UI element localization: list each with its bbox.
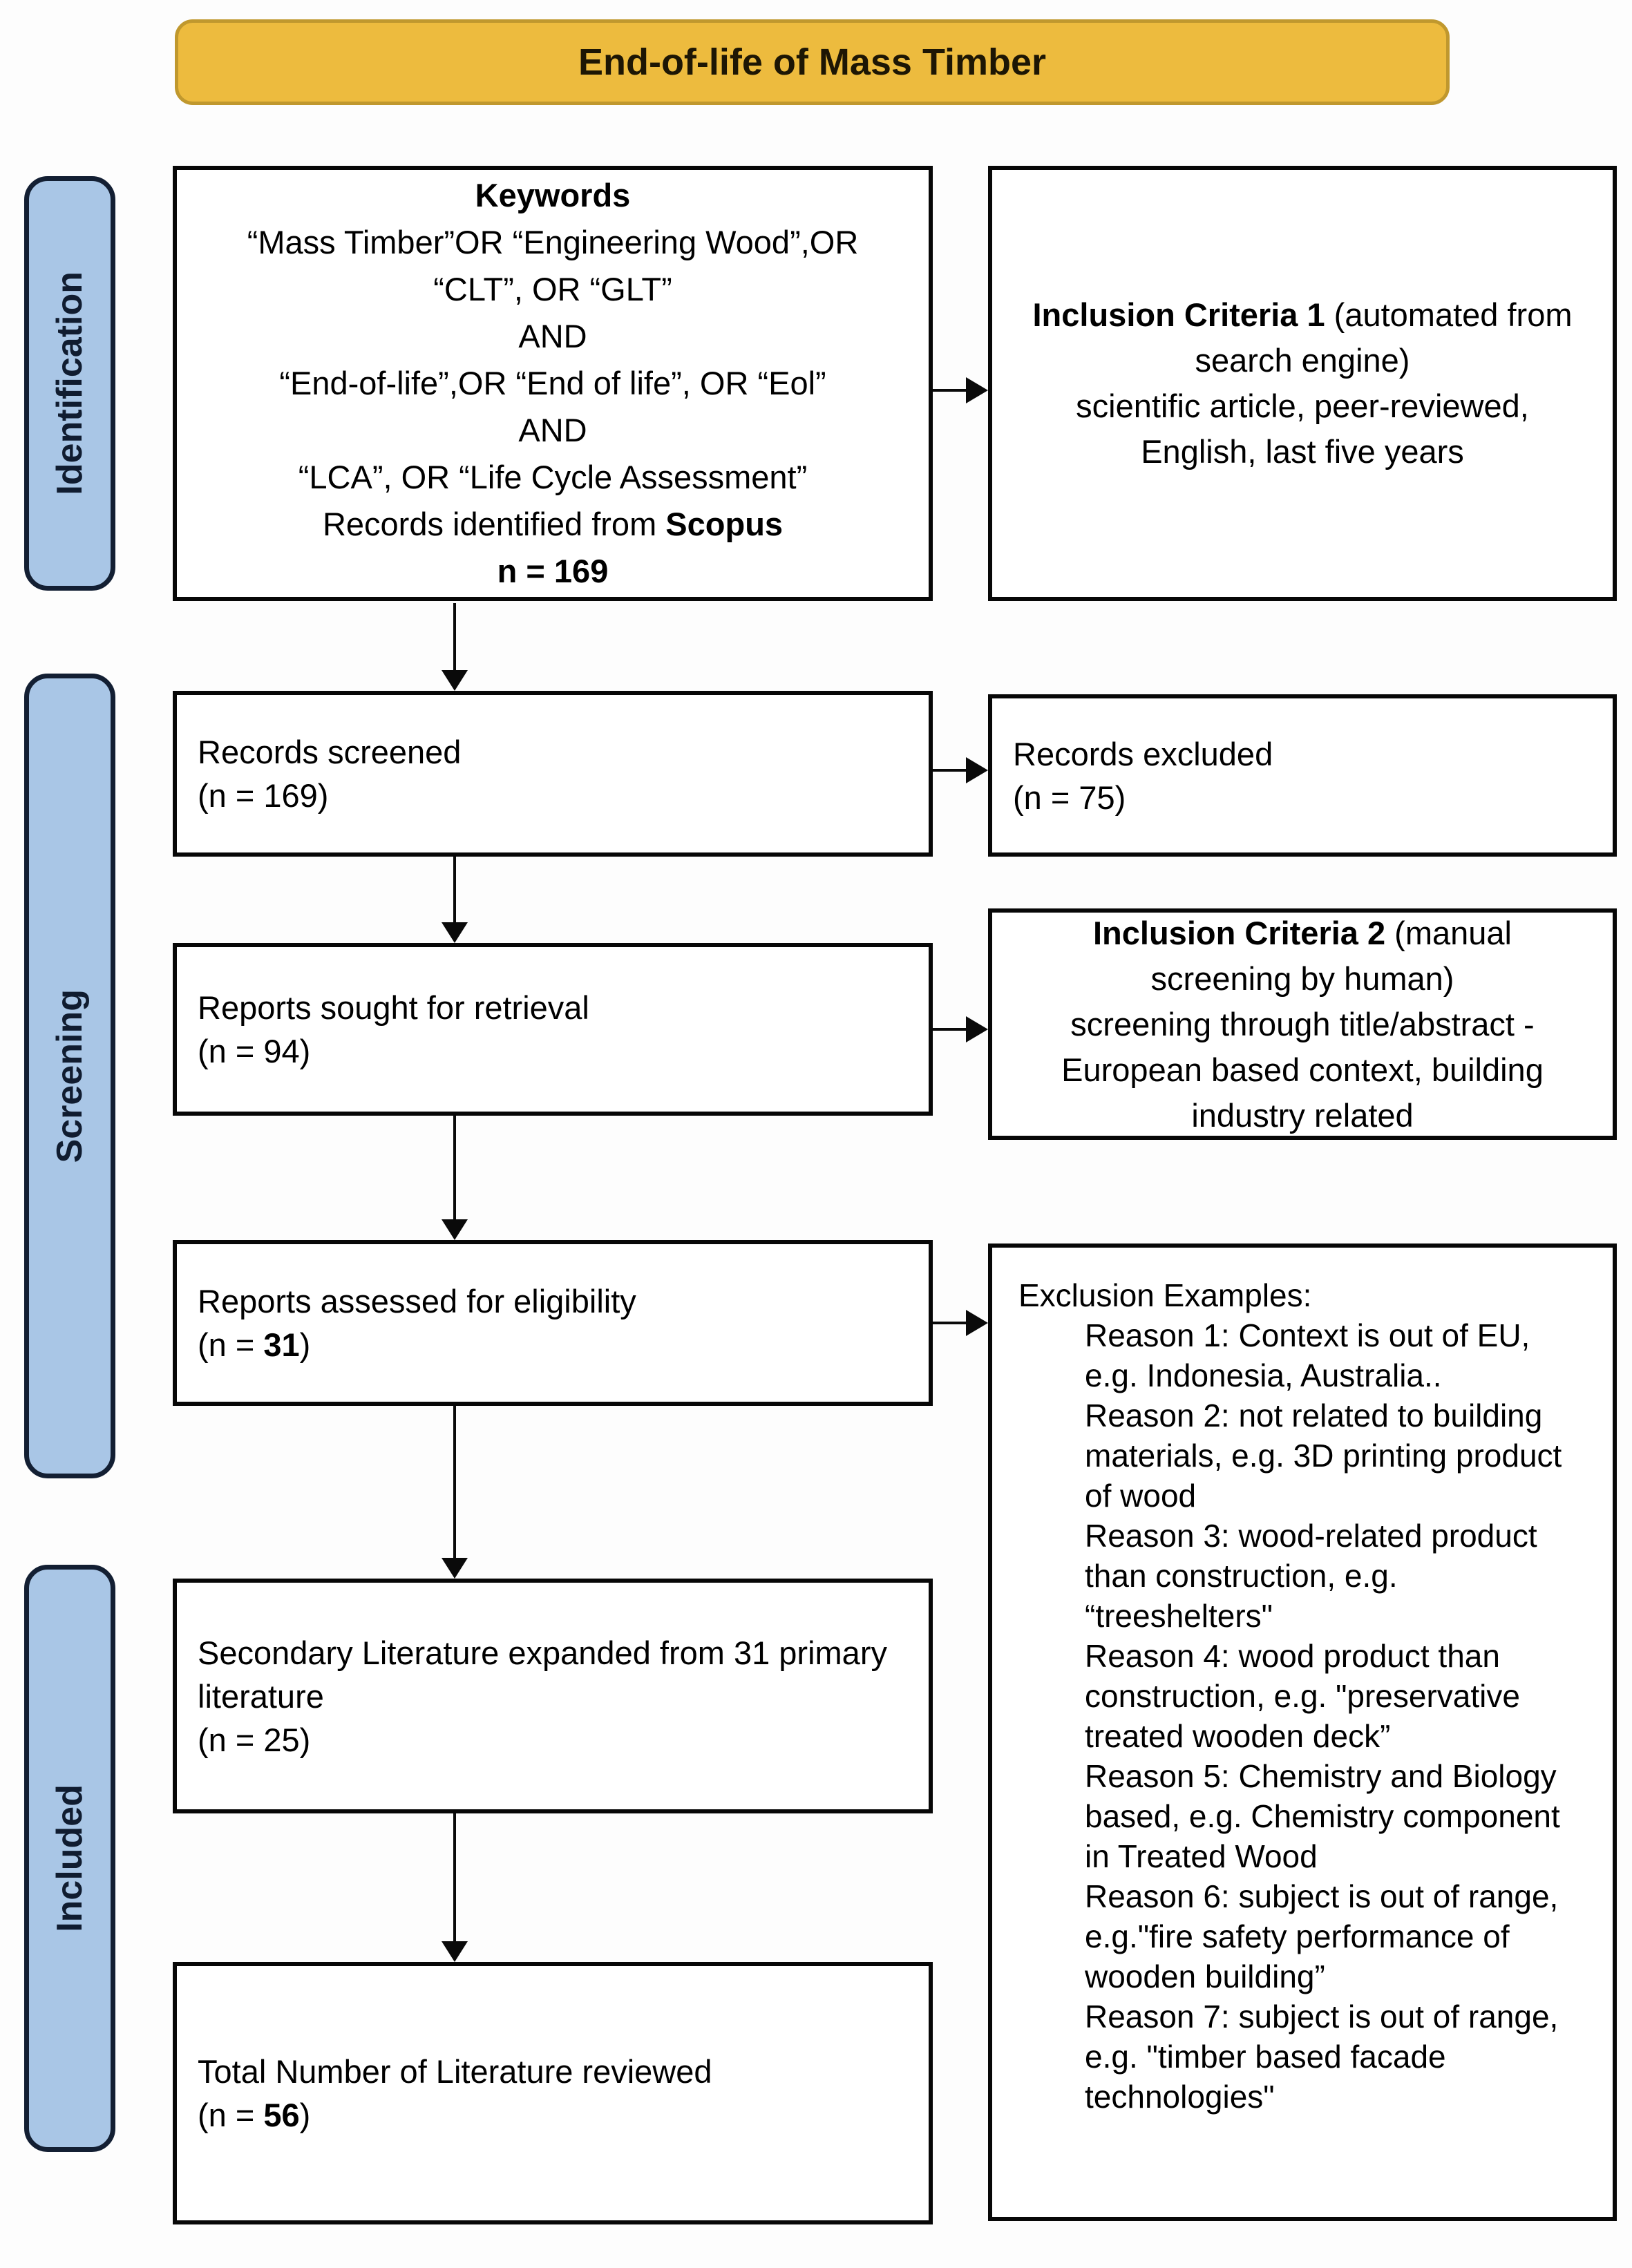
exclusion-reason-3: Reason 3: wood-related product than cons… — [1085, 1518, 1537, 1634]
records-screened-count: (n = 169) — [198, 777, 329, 814]
records-excluded-count: (n = 75) — [1013, 779, 1126, 816]
title-banner: End-of-life of Mass Timber — [175, 19, 1450, 105]
arrow-sought-to-assessed-head — [442, 1219, 468, 1240]
exclusion-reason-7: Reason 7: subject is out of range, e.g. … — [1085, 1999, 1559, 2115]
arrow-keywords-to-inclusion1-line — [933, 389, 969, 392]
reports-sought-count: (n = 94) — [198, 1033, 311, 1069]
arrow-assessed-to-exclusion-line — [933, 1322, 969, 1324]
keywords-source-db: Scopus — [665, 506, 784, 542]
reports-sought-box: Reports sought for retrieval (n = 94) — [173, 943, 933, 1116]
arrow-screened-to-excluded-head — [966, 757, 988, 783]
arrow-screened-to-sought-head — [442, 922, 468, 943]
arrow-screened-to-excluded-line — [933, 769, 969, 772]
keywords-source: Records identified from Scopus — [322, 506, 784, 542]
exclusion-examples-box: Exclusion Examples: Reason 1: Context is… — [988, 1243, 1617, 2221]
arrow-sought-to-assessed-line — [453, 1116, 456, 1221]
reports-assessed-label: Reports assessed for eligibility — [198, 1283, 636, 1319]
records-excluded-box: Records excluded (n = 75) — [988, 694, 1617, 857]
exclusion-reason-6: Reason 6: subject is out of range, e.g."… — [1085, 1878, 1559, 1994]
keywords-line: “Mass Timber”OR “Engineering Wood”,OR — [247, 224, 859, 260]
page-title: End-of-life of Mass Timber — [578, 41, 1047, 83]
arrow-assessed-to-exclusion-head — [966, 1310, 988, 1336]
inclusion-criteria-2-title-line: Inclusion Criteria 2 (manual screening b… — [1093, 914, 1512, 997]
stage-screening: Screening — [24, 674, 115, 1478]
exclusion-examples-content: Exclusion Examples: Reason 1: Context is… — [992, 1248, 1613, 2117]
arrow-sought-to-inclusion2-line — [933, 1028, 969, 1031]
arrow-secondary-to-total-head — [442, 1941, 468, 1962]
arrow-keywords-to-inclusion1-head — [966, 377, 988, 403]
arrow-assessed-to-secondary-line — [453, 1406, 456, 1559]
keywords-line: AND — [518, 412, 587, 448]
arrow-keywords-to-screened-head — [442, 670, 468, 691]
arrow-secondary-to-total-line — [453, 1813, 456, 1943]
exclusion-reason-1: Reason 1: Context is out of EU, e.g. Ind… — [1085, 1317, 1530, 1393]
exclusion-reason-2: Reason 2: not related to building materi… — [1085, 1398, 1562, 1514]
records-screened-label: Records screened — [198, 734, 462, 770]
secondary-literature-label: Secondary Literature expanded from 31 pr… — [198, 1634, 887, 1715]
inclusion-criteria-1-body: scientific article, peer-reviewed, Engli… — [1076, 388, 1529, 470]
keywords-line: AND — [518, 318, 587, 354]
keywords-box: Keywords “Mass Timber”OR “Engineering Wo… — [173, 166, 933, 601]
total-reviewed-box: Total Number of Literature reviewed (n =… — [173, 1962, 933, 2224]
reports-sought-label: Reports sought for retrieval — [198, 989, 589, 1026]
stage-included: Included — [24, 1565, 115, 2152]
inclusion-criteria-2-body: screening through title/abstract - Europ… — [1061, 1005, 1544, 1134]
arrow-keywords-to-screened-line — [453, 603, 456, 671]
stage-identification: Identification — [24, 176, 115, 591]
keywords-line: “CLT”, OR “GLT” — [433, 271, 672, 307]
records-screened-box: Records screened (n = 169) — [173, 691, 933, 857]
keywords-title: Keywords — [475, 177, 631, 213]
stage-identification-label: Identification — [50, 271, 90, 495]
keywords-line: “End-of-life”,OR “End of life”, OR “Eol” — [279, 365, 826, 401]
reports-assessed-box: Reports assessed for eligibility (n = 31… — [173, 1240, 933, 1406]
secondary-literature-box: Secondary Literature expanded from 31 pr… — [173, 1579, 933, 1813]
arrow-screened-to-sought-line — [453, 857, 456, 924]
records-excluded-label: Records excluded — [1013, 735, 1273, 772]
inclusion-criteria-2-title: Inclusion Criteria 2 — [1093, 914, 1386, 951]
secondary-literature-count: (n = 25) — [198, 1721, 311, 1758]
arrow-sought-to-inclusion2-head — [966, 1016, 988, 1042]
stage-included-label: Included — [50, 1784, 90, 1932]
exclusion-reason-4: Reason 4: wood product than construction… — [1085, 1638, 1520, 1754]
arrow-assessed-to-secondary-head — [442, 1558, 468, 1579]
reports-assessed-count: (n = 31) — [198, 1326, 311, 1363]
keywords-line: “LCA”, OR “Life Cycle Assessment” — [298, 459, 808, 495]
total-reviewed-count: (n = 56) — [198, 2097, 311, 2133]
total-reviewed-label: Total Number of Literature reviewed — [198, 2053, 712, 2090]
exclusion-examples-header: Exclusion Examples: — [1018, 1277, 1312, 1313]
exclusion-reason-5: Reason 5: Chemistry and Biology based, e… — [1085, 1758, 1560, 1874]
inclusion-criteria-1-title-line: Inclusion Criteria 1 (automated from sea… — [1032, 296, 1573, 379]
keywords-count: n = 169 — [497, 553, 609, 589]
stage-screening-label: Screening — [50, 989, 90, 1163]
inclusion-criteria-1-box: Inclusion Criteria 1 (automated from sea… — [988, 166, 1617, 601]
inclusion-criteria-2-box: Inclusion Criteria 2 (manual screening b… — [988, 908, 1617, 1140]
inclusion-criteria-1-title: Inclusion Criteria 1 — [1032, 296, 1325, 333]
